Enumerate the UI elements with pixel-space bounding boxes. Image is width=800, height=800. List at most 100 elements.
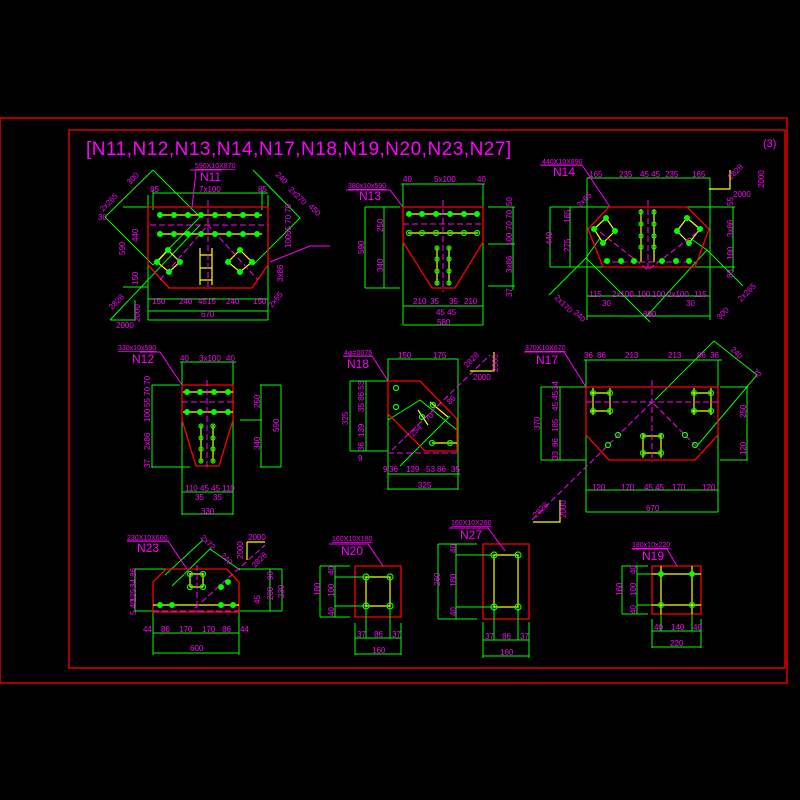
n13-spec: 380x10x590 (348, 183, 386, 190)
dim: 5 40 (129, 599, 138, 615)
dim: 275 (563, 238, 572, 252)
dim: 120 (702, 483, 716, 492)
dim: 125 (129, 588, 138, 602)
dim: 45 45 (644, 483, 665, 492)
dim: 35 86 53 (357, 380, 366, 412)
dim: 2x100 (612, 290, 634, 299)
part-n13: 380x10x590 N13 40 5x100 40 590 250 340 5… (346, 175, 515, 327)
dim: 86 (502, 632, 511, 641)
dim: 55 70 70 (284, 203, 293, 235)
dim: 30 (686, 299, 695, 308)
dim: 2x86 (143, 432, 152, 450)
dim: 2x100 (667, 290, 689, 299)
n11-spec: 590X10X870 (195, 163, 236, 170)
dim: 35 (449, 297, 458, 306)
dim: 2000 (133, 304, 142, 322)
dim: 37 (357, 630, 366, 639)
n14-label: N14 (553, 165, 575, 179)
dim: 86 (222, 625, 231, 634)
dim: 590 (357, 240, 366, 254)
dim: 210 (464, 297, 478, 306)
dim: 670 (201, 310, 215, 319)
dim: 86 (374, 630, 383, 639)
dim: 35 (451, 465, 460, 474)
n18-label: N18 (347, 357, 369, 371)
dim: 44 (240, 625, 249, 634)
dim: 36 (710, 351, 719, 360)
n12-label: N12 (132, 352, 154, 366)
dim: 150 (253, 297, 267, 306)
dim: 240 (226, 297, 240, 306)
dim: 45 (198, 297, 207, 306)
dim: 7x100 (199, 185, 221, 194)
dim: 55 (726, 197, 735, 206)
dim: 370 (533, 416, 542, 430)
dim: 590 (272, 418, 281, 432)
dim: 36 (357, 442, 366, 451)
dim: 100 (505, 232, 514, 246)
dim: 2000 (559, 500, 568, 518)
dim: 139 (357, 423, 366, 437)
dim: 40 (327, 607, 336, 616)
dim: 45 45 (200, 484, 221, 493)
dim: 160 (615, 582, 624, 596)
dim: 86 (551, 438, 560, 447)
dim: 180 (313, 582, 322, 596)
dim: 50 (505, 197, 514, 206)
inner-frame (68, 129, 786, 669)
dim: 170 (179, 625, 193, 634)
dim: 86 (597, 351, 606, 360)
dim: 9 (383, 465, 388, 474)
n20-spec: 160X10X180 (332, 536, 373, 543)
dim: 70 70 (505, 209, 514, 230)
dim: 34 86 (129, 567, 138, 588)
dim: 3x86 (505, 255, 514, 273)
part-n20: 160X10X180 N20 40 100 40 180 37 86 37 16… (313, 536, 402, 655)
dim: 220 (670, 639, 684, 648)
dim: 15 (207, 297, 216, 306)
dim: 440 (545, 231, 554, 245)
dim: 100 (143, 408, 152, 422)
dim: 110 (185, 484, 198, 493)
n23-spec: 230X10X600 (127, 535, 168, 542)
sheet-number: (3) (763, 138, 776, 150)
dim: 110 (222, 484, 235, 493)
dim: 170 (672, 483, 686, 492)
dim: 55 70 70 (143, 375, 152, 407)
dim: 2000 (473, 373, 491, 382)
dim: 200 (266, 586, 275, 600)
dim: 40 (629, 565, 638, 574)
dim: 3x100 (199, 354, 221, 363)
n13-label: N13 (359, 189, 381, 203)
dim: 86 (697, 351, 706, 360)
dim: 83 (726, 269, 735, 278)
dim: 210 (413, 297, 427, 306)
dim: 250 (253, 394, 262, 408)
dim: 30 (602, 299, 611, 308)
dim: 213 (668, 351, 682, 360)
dim: 139 (406, 465, 420, 474)
n20-label: N20 (341, 544, 363, 558)
dim: 40 (449, 607, 458, 616)
dim: 100 (726, 246, 735, 260)
dim: 600 (190, 644, 204, 653)
dim: 670 (646, 504, 660, 513)
dim: 40 (226, 354, 235, 363)
dim: 36 (389, 465, 398, 474)
dim: 9 (358, 454, 363, 463)
dim: 325 (418, 481, 432, 490)
dim: 185 (551, 418, 560, 432)
dim: 35 (213, 493, 222, 502)
dim: 150 (131, 271, 140, 285)
dim: 330 (201, 507, 215, 516)
dim: 235 (665, 170, 679, 179)
dim: 40 (180, 354, 189, 363)
dim: 230 (277, 584, 286, 598)
dim: 140 (671, 623, 685, 632)
dim: 165 (563, 209, 572, 223)
dim: 340 (253, 436, 262, 450)
dim: 40 (693, 623, 702, 632)
dim: 170 (202, 625, 216, 634)
